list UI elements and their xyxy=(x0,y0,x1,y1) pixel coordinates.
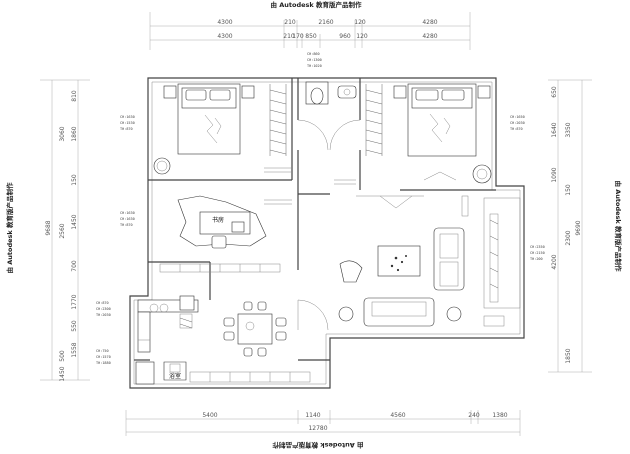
note-wc-2: CH:1300 xyxy=(307,58,322,62)
kitchen xyxy=(137,295,199,353)
note-bl-1: CH:1630 xyxy=(120,115,135,119)
dim-bottom-a: 5400 xyxy=(202,412,217,419)
note-sl-1: CH:1630 xyxy=(120,211,135,215)
study-room: 书房 xyxy=(159,195,292,273)
dim-left-total: 9688 xyxy=(45,220,52,235)
dim-bottom-total: 12780 xyxy=(308,425,327,432)
dim-top-2-f: 120 xyxy=(356,33,368,40)
notes-bedroom-left: CH:1630 CH:1530 TH:870 xyxy=(120,115,135,131)
note-kl-3: TH:2030 xyxy=(96,313,111,317)
note-bal-1: CH:750 xyxy=(96,349,109,353)
dim-top-1-d: 120 xyxy=(354,19,366,26)
dim-right-b: 1640 xyxy=(551,122,558,137)
note-bl-3: TH:870 xyxy=(120,127,133,131)
bedroom-right: CH:1650 CH:2030 TH:870 xyxy=(334,83,525,185)
watermark-left: 由 Autodesk 教育版产品制作 xyxy=(5,182,14,274)
dim-right-d: 1090 xyxy=(551,167,558,182)
note-br-3: TH:870 xyxy=(510,127,523,131)
dim-top-1-c: 2160 xyxy=(318,19,333,26)
dim-top-2-b: 210 xyxy=(283,33,295,40)
dim-left-b: 3060 xyxy=(59,126,66,141)
bedroom-left xyxy=(153,83,292,175)
dim-left-c: 1860 xyxy=(71,126,78,141)
bath-label: 浴室 xyxy=(169,372,181,380)
dim-top-2-c: 170 xyxy=(292,33,304,40)
dim-right-total: 9690 xyxy=(575,220,582,235)
dim-bottom-e: 1380 xyxy=(492,412,507,419)
note-br-2: CH:2030 xyxy=(510,121,525,125)
dim-bottom-d: 240 xyxy=(468,412,480,419)
note-wc-3: TH:1020 xyxy=(307,64,322,68)
wc-center: CH:860 CH:1300 TH:1020 xyxy=(305,52,357,105)
interior-walls xyxy=(134,78,496,361)
dim-left-k: 500 xyxy=(59,350,66,362)
dim-top-2-d: 850 xyxy=(305,33,317,40)
dim-bottom-b: 1140 xyxy=(305,412,320,419)
note-bal-2: CH:1570 xyxy=(96,355,111,359)
dim-right-g: 2300 xyxy=(565,230,572,245)
dim-right-h: 1850 xyxy=(565,348,572,363)
watermark-bottom: 由 Autodesk 教育版产品制作 xyxy=(272,441,364,450)
dim-left-i: 550 xyxy=(71,320,78,332)
dining-area xyxy=(223,301,287,357)
bottom-dimension-chain: 5400 1140 4560 240 1380 12780 xyxy=(125,410,521,436)
watermark-top: 由 Autodesk 教育版产品制作 xyxy=(270,0,362,9)
note-kl-2: CH:2300 xyxy=(96,307,111,311)
dim-left-d: 150 xyxy=(71,174,78,186)
dim-left-e: 2560 xyxy=(59,223,66,238)
note-bl-2: CH:1530 xyxy=(120,121,135,125)
dim-top-2-a: 4300 xyxy=(217,33,232,40)
study-room-label: 书房 xyxy=(212,216,224,224)
notes-study-left: CH:1630 CH:1630 TH:870 xyxy=(120,211,135,227)
note-kl-1: CH:870 xyxy=(96,301,109,305)
note-bal-3: TH:1880 xyxy=(96,361,111,365)
dim-right-a: 650 xyxy=(551,86,558,98)
left-dimension-chain: 9688 810 3060 1860 150 2560 1450 700 177… xyxy=(40,79,90,382)
note-sl-2: CH:1630 xyxy=(120,217,135,221)
note-lr-2: CH:2150 xyxy=(530,251,545,255)
dim-top-1-a: 4300 xyxy=(217,19,232,26)
notes-bath-left: CH:750 CH:1570 TH:1880 xyxy=(96,349,111,365)
living-room: CH:2350 CH:2150 TH:200 xyxy=(338,195,545,327)
note-br-1: CH:1650 xyxy=(510,115,525,119)
top-dimension-chain: 4300 210 2160 120 4280 4300 210 170 850 … xyxy=(149,12,471,50)
dim-right-c: 3350 xyxy=(565,122,572,137)
dim-top-1-b: 210 xyxy=(284,19,296,26)
dim-left-g: 700 xyxy=(71,260,78,272)
dim-top-1-e: 4280 xyxy=(422,19,437,26)
dim-right-f: 4200 xyxy=(551,254,558,269)
dim-left-l: 1450 xyxy=(59,366,66,381)
dim-left-j: 1558 xyxy=(71,342,78,357)
right-dimension-chain: 650 1640 3350 1090 150 4200 2300 1850 96… xyxy=(548,79,592,373)
bathroom-left: 浴室 xyxy=(135,361,311,385)
dim-right-e: 150 xyxy=(565,184,572,196)
note-lr-3: TH:200 xyxy=(530,257,543,261)
dim-left-a: 810 xyxy=(71,90,78,102)
dim-top-2-e: 960 xyxy=(339,33,351,40)
note-sl-3: TH:870 xyxy=(120,223,133,227)
dim-top-2-g: 4280 xyxy=(422,33,437,40)
dim-left-f: 1450 xyxy=(71,214,78,229)
entry-door xyxy=(297,299,329,331)
dim-left-h: 1770 xyxy=(71,294,78,309)
note-wc-1: CH:860 xyxy=(307,52,320,56)
dim-bottom-c: 4560 xyxy=(390,412,405,419)
watermark-right: 由 Autodesk 教育版产品制作 xyxy=(614,180,623,272)
note-lr-1: CH:2350 xyxy=(530,245,545,249)
notes-kitchen-left: CH:870 CH:2300 TH:2030 xyxy=(96,301,111,317)
